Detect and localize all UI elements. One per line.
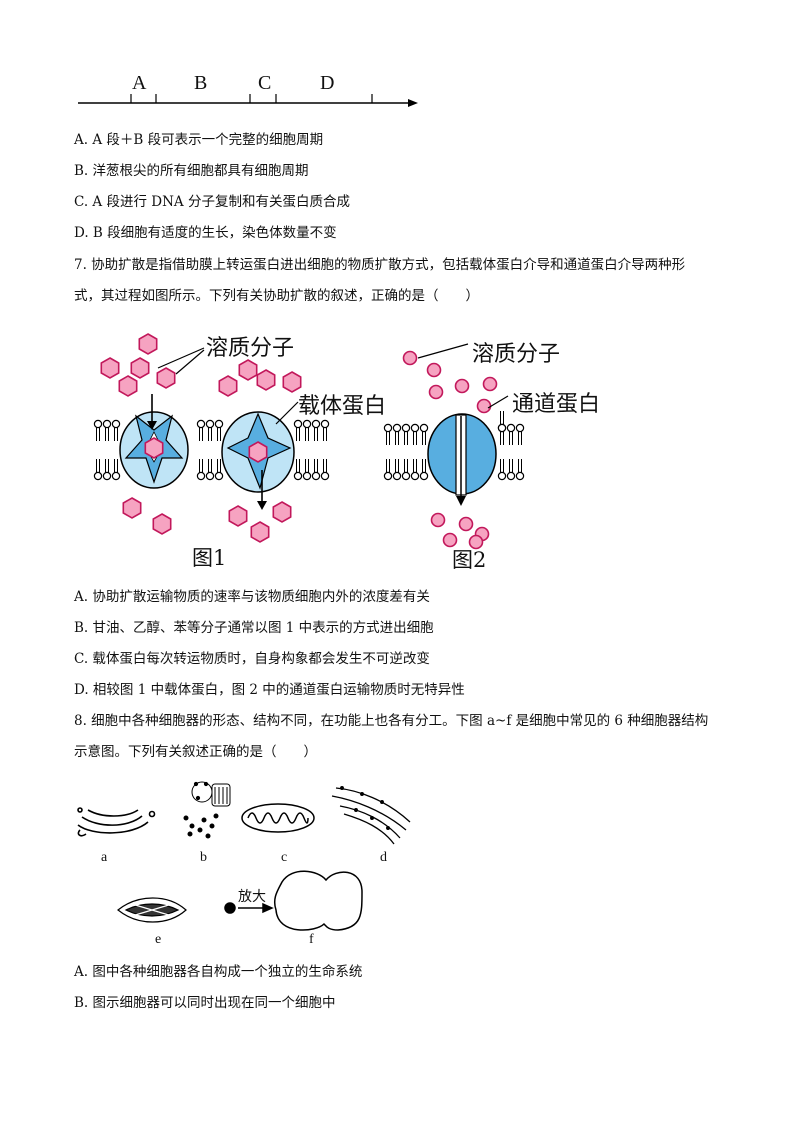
organelle-a-golgi: [77, 807, 156, 837]
carrier-protein-2: [221, 411, 295, 493]
fig1-caption: 图1: [192, 546, 227, 570]
facilitated-diffusion-figure: [93, 333, 525, 550]
organelles-figure: [77, 781, 411, 931]
q7-option-c: C. 载体蛋白每次转运物质时，自身构象都会发生不可逆改变: [74, 651, 430, 667]
q8-option-b: B. 图示细胞器可以同时出现在同一个细胞中: [74, 995, 336, 1011]
q6-option-d: D. B 段细胞有适度的生长，染色体数量不变: [74, 225, 337, 241]
organelle-d-er: [331, 786, 411, 845]
channel-protein: [427, 413, 497, 496]
organelle-label-a: a: [101, 850, 108, 865]
organelle-label-f: f: [309, 932, 314, 947]
organelle-c-mitochondrion: [241, 803, 315, 833]
fig2-caption: 图2: [452, 548, 487, 572]
carrier-protein-1: [119, 411, 189, 489]
cell-cycle-timeline: [78, 94, 418, 107]
q8-option-a: A. 图中各种细胞器各自构成一个独立的生命系统: [74, 964, 363, 980]
q7-option-d: D. 相较图 1 中载体蛋白，图 2 中的通道蛋白运输物质时无特异性: [74, 682, 465, 698]
timeline-label-b: B: [194, 72, 208, 94]
zoom-label: 放大: [238, 889, 266, 905]
q6-option-c: C. A 段进行 DNA 分子复制和有关蛋白质合成: [74, 194, 350, 210]
timeline-label-d: D: [320, 72, 335, 94]
organelle-f: [224, 870, 363, 931]
timeline-label-a: A: [132, 72, 147, 94]
organelle-label-d: d: [380, 850, 387, 865]
fig2-solute-label: 溶质分子: [472, 342, 561, 367]
organelle-b: [183, 781, 231, 839]
q7-stem-line2: 式，其过程如图所示。下列有关协助扩散的叙述，正确的是（ ）: [74, 288, 479, 304]
q7-option-a: A. 协助扩散运输物质的速率与该物质细胞内外的浓度差有关: [74, 589, 430, 605]
organelle-label-b: b: [200, 850, 207, 865]
q7-option-b: B. 甘油、乙醇、苯等分子通常以图 1 中表示的方式进出细胞: [74, 620, 434, 636]
q8-stem-line2: 示意图。下列有关叙述正确的是（ ）: [74, 744, 317, 760]
timeline-label-c: C: [258, 72, 272, 94]
q6-option-a: A. A 段＋B 段可表示一个完整的细胞周期: [74, 132, 324, 148]
q6-option-b: B. 洋葱根尖的所有细胞都具有细胞周期: [74, 163, 309, 179]
organelle-label-c: c: [281, 850, 288, 865]
fig1-solute-label: 溶质分子: [206, 336, 295, 361]
channel-protein-label: 通道蛋白: [512, 392, 601, 417]
q7-stem-line1: 7. 协助扩散是指借助膜上转运蛋白进出细胞的物质扩散方式，包括载体蛋白介导和通道…: [74, 257, 686, 273]
organelle-e-chloroplast: [117, 897, 187, 923]
q8-stem-line1: 8. 细胞中各种细胞器的形态、结构不同，在功能上也各有分工。下图 a~f 是细胞…: [74, 713, 709, 729]
carrier-protein-label: 载体蛋白: [298, 394, 387, 419]
organelle-label-e: e: [155, 932, 162, 947]
